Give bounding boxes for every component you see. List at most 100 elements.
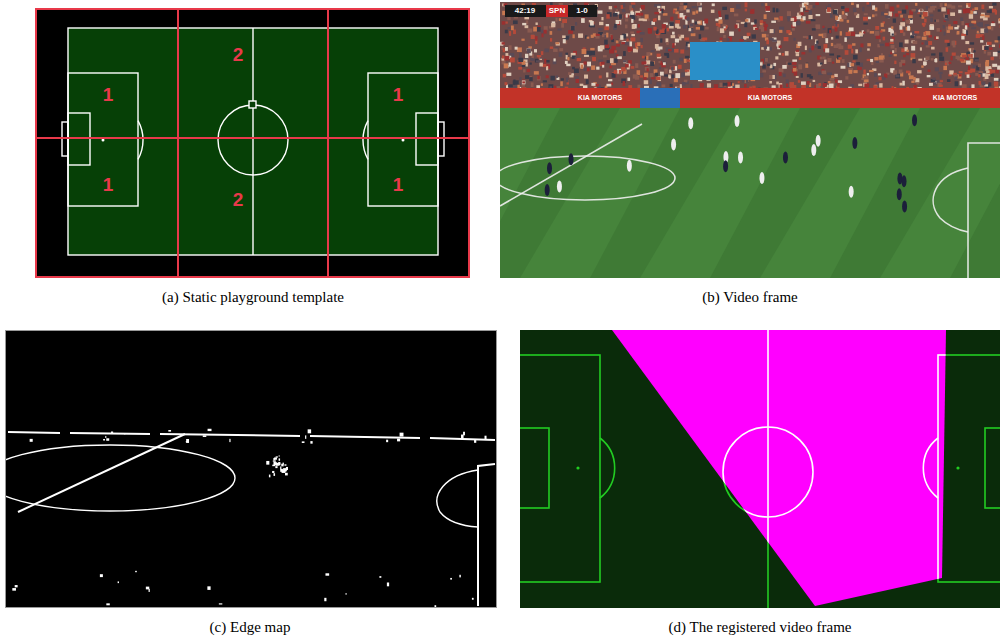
crowd-dot [611, 63, 616, 65]
crowd-dot [793, 22, 796, 27]
crowd-dot [796, 21, 800, 25]
crowd-dot [825, 38, 828, 43]
crowd-dot [717, 27, 720, 31]
crowd-dot [584, 3, 589, 6]
crowd-dot [596, 34, 600, 36]
crowd-dot [820, 57, 822, 60]
crowd-dot [773, 8, 775, 13]
crowd-dot [745, 19, 748, 22]
crowd-dot [838, 57, 841, 59]
crowd-dot [606, 60, 609, 63]
player [902, 175, 907, 187]
crowd-dot [989, 47, 992, 50]
crowd-dot [845, 50, 849, 55]
crowd-dot [563, 39, 566, 43]
crowd-dot [544, 59, 546, 64]
crowd-dot [911, 81, 914, 83]
crowd-dot [974, 7, 978, 10]
crowd-dot [909, 75, 914, 79]
crowd-dot [591, 22, 595, 25]
crowd-dot [598, 10, 603, 13]
crowd-dot [561, 23, 564, 28]
crowd-dot [550, 76, 554, 81]
crowd-dot [591, 83, 595, 86]
crowd-dot [734, 14, 739, 17]
crowd-dot [901, 48, 905, 52]
crowd-dot [531, 58, 535, 61]
crowd-dot [1000, 25, 1001, 28]
crowd-dot [630, 42, 632, 47]
crowd-dot [637, 42, 641, 46]
crowd-dot [595, 35, 599, 39]
crowd-dot [923, 12, 928, 17]
edge-noise [207, 586, 210, 590]
crowd-dot [894, 61, 896, 64]
crowd-dot [803, 36, 808, 38]
crowd-dot [927, 75, 931, 77]
crowd-dot [794, 71, 797, 76]
crowd-dot [879, 83, 882, 87]
crowd-dot [875, 31, 880, 36]
crowd-dot [641, 61, 646, 64]
crowd-dot [604, 26, 609, 30]
crowd-dot [744, 23, 747, 28]
edge-noise [106, 603, 109, 605]
crowd-dot [925, 41, 928, 45]
crowd-dot [531, 82, 534, 87]
crowd-dot [686, 8, 691, 13]
crowd-dot [623, 51, 626, 56]
crowd-dot [999, 18, 1000, 21]
crowd-dot [945, 63, 947, 66]
crowd-dot [958, 10, 961, 13]
crowd-dot [900, 22, 905, 26]
edge-noise [274, 457, 277, 459]
crowd-dot [940, 3, 943, 7]
crowd-dot [527, 28, 532, 32]
crowd-dot [723, 83, 728, 86]
crowd-dot [869, 70, 874, 72]
crowd-dot [631, 37, 636, 41]
crowd-dot [537, 55, 542, 57]
crowd-dot [657, 54, 661, 57]
crowd-dot [647, 68, 649, 71]
crowd-dot [616, 44, 620, 47]
edge-noise [387, 582, 389, 586]
edge-noise [105, 436, 106, 438]
crowd-dot [603, 55, 607, 57]
crowd-dot [578, 33, 583, 37]
crowd-dot [678, 14, 683, 19]
crowd-dot [785, 51, 789, 55]
crowd-dot [954, 27, 958, 29]
crowd-dot [619, 14, 622, 19]
region-number: 1 [393, 85, 404, 106]
crowd-dot [799, 57, 801, 60]
crowd-dot [890, 52, 892, 54]
crowd-dot [764, 46, 767, 49]
crowd-dot [809, 10, 812, 14]
score-box [505, 5, 597, 17]
crowd-dot [605, 44, 609, 48]
crowd-dot [572, 67, 575, 70]
edge-noise [100, 574, 103, 577]
crowd-dot [823, 33, 826, 38]
crowd-dot [606, 33, 608, 38]
crowd-dot [601, 17, 603, 20]
crowd-dot [860, 63, 863, 67]
crowd-dot [645, 67, 650, 71]
crowd-dot [522, 80, 526, 84]
crowd-dot [949, 70, 953, 74]
edge-noise [278, 462, 280, 465]
crowd-dot [978, 74, 980, 77]
crowd-dot [530, 58, 533, 60]
crowd-dot [899, 70, 903, 74]
crowd-dot [609, 49, 614, 53]
crowd-dot [787, 18, 789, 21]
crowd-dot [912, 9, 916, 12]
crowd-dot [786, 83, 788, 87]
crowd-dot [673, 10, 675, 14]
crowd-dot [928, 41, 932, 45]
crowd-dot [658, 61, 660, 63]
crowd-dot [764, 25, 768, 27]
crowd-dot [992, 21, 995, 25]
crowd-dot [842, 11, 844, 15]
